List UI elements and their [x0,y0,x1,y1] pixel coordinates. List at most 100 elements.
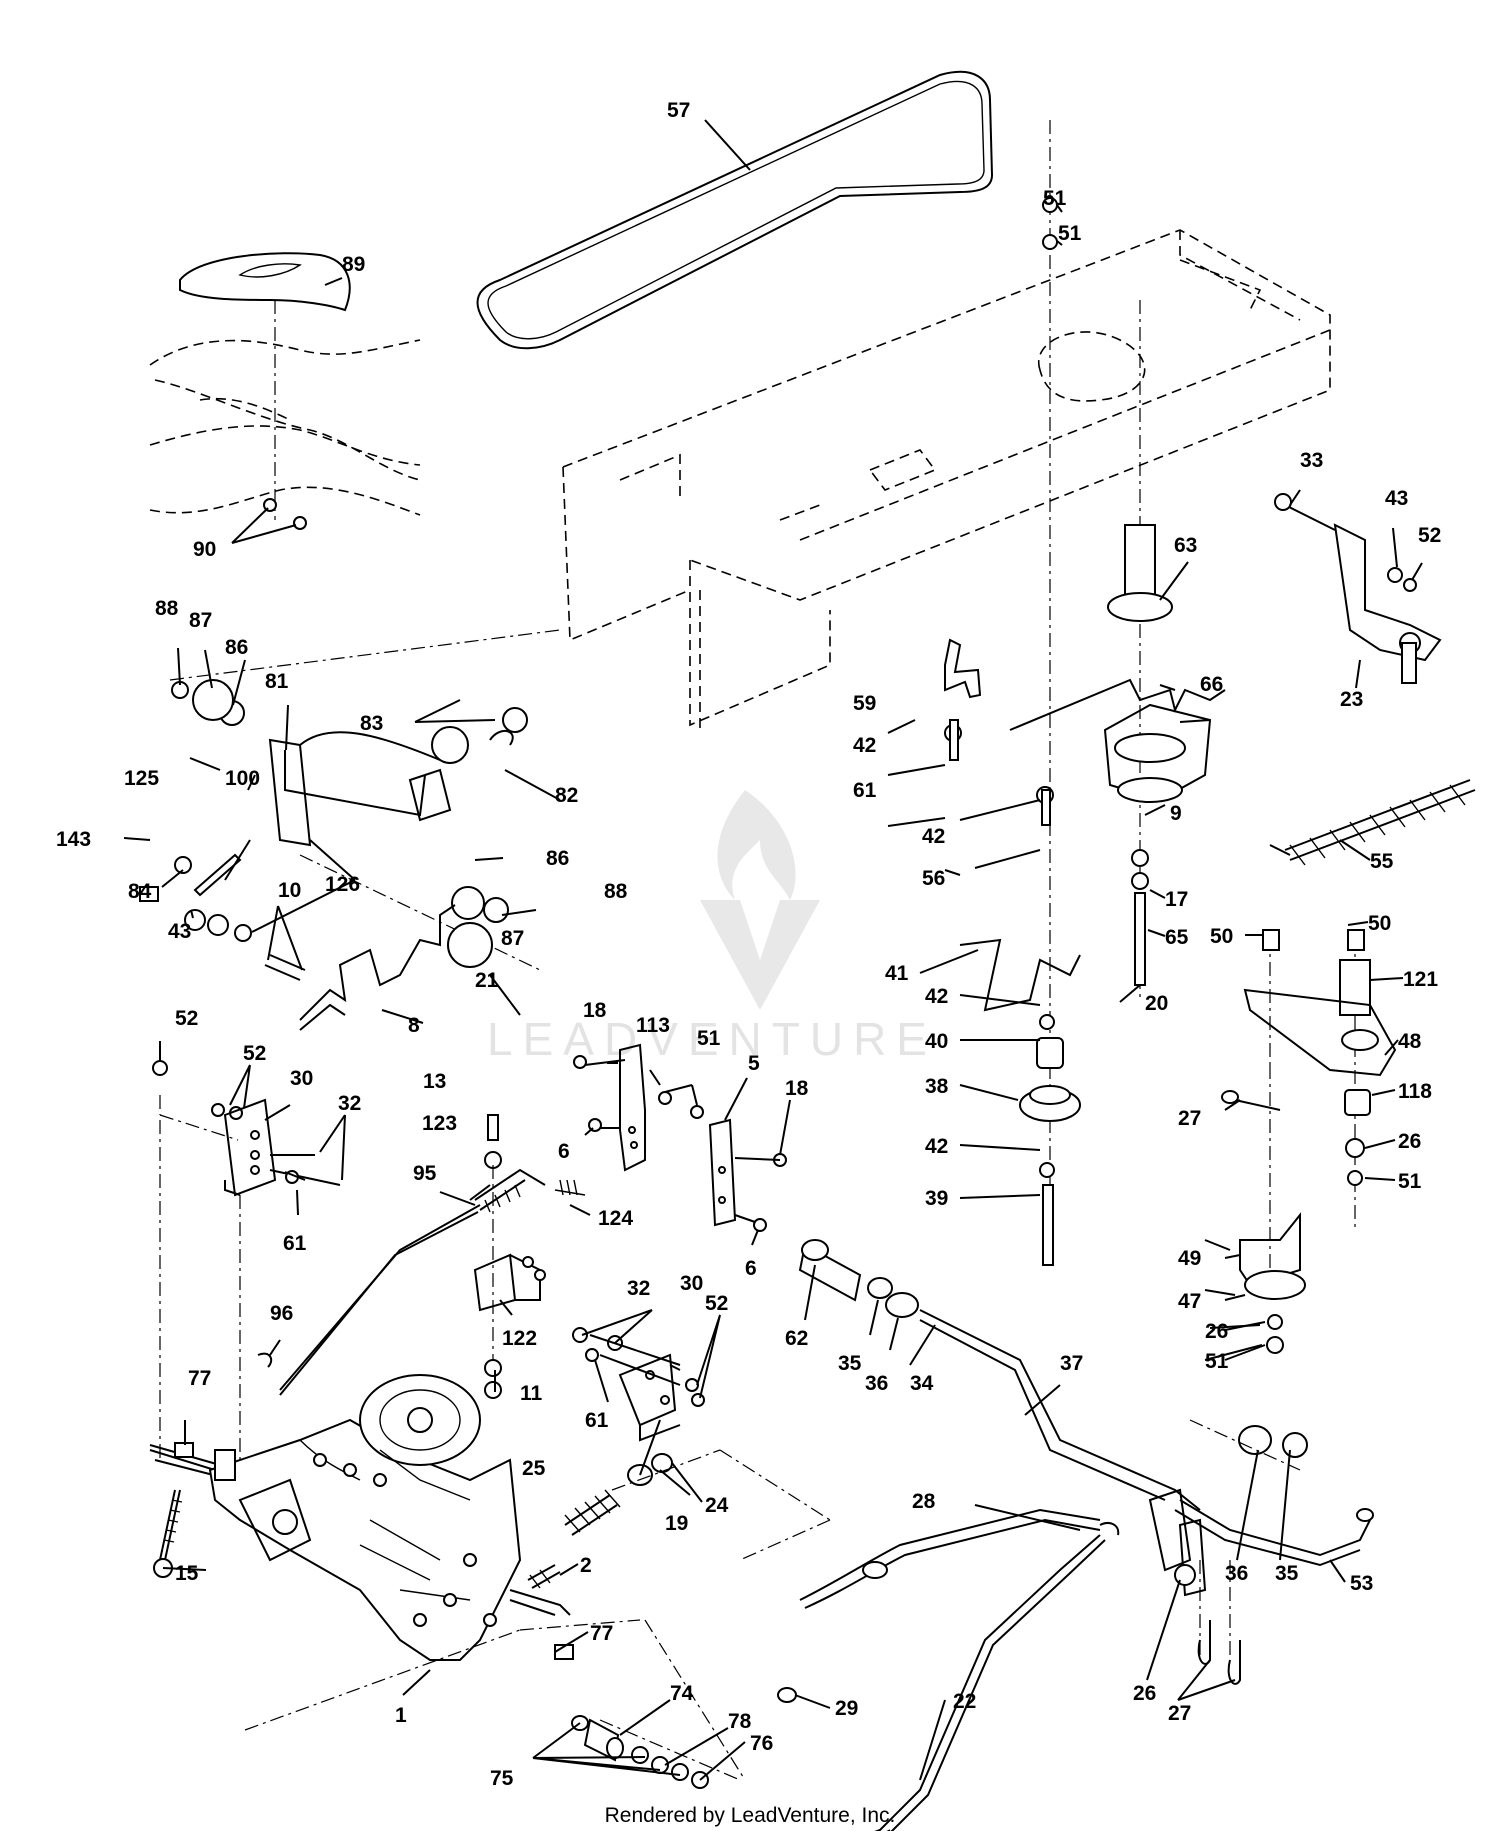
callout-32: 32 [627,1277,650,1300]
callout-26: 26 [1133,1682,1156,1705]
callout-86: 86 [225,636,248,659]
callout-39: 39 [925,1187,948,1210]
callout-6: 6 [745,1257,757,1280]
callout-89: 89 [342,253,365,276]
callout-86: 86 [546,847,569,870]
idler-arm-assembly [1221,929,1397,1354]
callout-143: 143 [56,828,91,851]
transaxle-1 [149,1374,571,1661]
callout-53: 53 [1350,1572,1373,1595]
fender-area [149,252,421,530]
callout-10: 10 [278,879,301,902]
callout-56: 56 [922,867,945,890]
callout-52: 52 [175,1007,198,1030]
callout-43: 43 [168,920,191,943]
callout-30: 30 [680,1272,703,1295]
callout-24: 24 [705,1494,729,1517]
center-linkage [257,1114,586,1399]
callout-19: 19 [665,1512,688,1535]
callout-11: 11 [520,1382,543,1405]
springs-transaxle [527,1449,831,1589]
callout-78: 78 [728,1710,752,1733]
callout-82: 82 [555,784,578,807]
callout-25: 25 [522,1457,546,1480]
callout-36: 36 [1225,1562,1248,1585]
callout-21: 21 [475,969,499,992]
callout-51: 51 [1398,1170,1422,1193]
callout-13: 13 [423,1070,446,1093]
callout-15: 15 [175,1562,199,1585]
callout-88: 88 [604,880,628,903]
callout-51: 51 [1205,1350,1229,1373]
callout-63: 63 [1174,534,1197,557]
callout-29: 29 [835,1697,858,1720]
callout-75: 75 [490,1767,514,1790]
callout-65: 65 [1165,926,1189,949]
callout-18: 18 [785,1077,809,1100]
callout-labels: 57 51 51 89 90 88 87 86 81 83 82 125 100… [56,99,1441,1790]
brake-lever-assembly [139,629,561,1031]
callout-35: 35 [838,1352,862,1375]
callout-81: 81 [265,670,289,693]
pulley-stack [944,120,1226,1266]
callout-100: 100 [225,767,260,790]
callout-74: 74 [670,1682,694,1705]
callout-118: 118 [1398,1080,1432,1103]
control-rods [777,1419,1308,1831]
callout-52: 52 [243,1042,266,1065]
callout-77: 77 [188,1367,211,1390]
callout-59: 59 [853,692,876,715]
callout-52: 52 [705,1292,728,1315]
callout-22: 22 [953,1690,976,1713]
callout-42: 42 [925,985,948,1008]
callout-48: 48 [1398,1030,1422,1053]
callout-42: 42 [925,1135,948,1158]
callout-26: 26 [1398,1130,1421,1153]
callout-43: 43 [1385,487,1408,510]
callout-51: 51 [1058,222,1082,245]
callout-42: 42 [853,734,876,757]
footer-credit: Rendered by LeadVenture, Inc. [605,1804,896,1827]
callout-61: 61 [283,1232,307,1255]
callout-126: 126 [325,873,360,896]
callout-35: 35 [1275,1562,1299,1585]
callout-61: 61 [585,1409,609,1432]
callout-20: 20 [1145,992,1168,1015]
callout-90: 90 [193,538,216,561]
callout-1: 1 [395,1704,407,1727]
callout-9: 9 [1170,802,1182,825]
callout-34: 34 [910,1372,934,1395]
callout-87: 87 [501,927,524,950]
callout-36: 36 [865,1372,888,1395]
callout-32: 32 [338,1092,361,1115]
callout-38: 38 [925,1075,949,1098]
callout-42: 42 [922,825,945,848]
callout-50: 50 [1368,912,1391,935]
tractor-frame [562,229,1331,730]
callout-76: 76 [750,1732,773,1755]
callout-51: 51 [1043,187,1067,210]
callout-51: 51 [697,1027,721,1050]
callout-2: 2 [580,1554,592,1577]
callout-30: 30 [290,1067,313,1090]
watermark-text: LEADVENTURE [487,1013,937,1065]
callout-121: 121 [1403,968,1438,991]
left-bracket-assembly [152,1060,341,1460]
callout-66: 66 [1200,673,1223,696]
callout-123: 123 [422,1112,457,1135]
leadventure-watermark: LEADVENTURE [487,790,937,1065]
callout-87: 87 [189,609,212,632]
callout-124: 124 [598,1207,633,1230]
callout-77: 77 [590,1622,613,1645]
callout-47: 47 [1178,1290,1201,1313]
callout-125: 125 [124,767,159,790]
callout-113: 113 [636,1014,670,1037]
callout-33: 33 [1300,449,1323,472]
callout-55: 55 [1370,850,1394,873]
callout-61: 61 [853,779,877,802]
callout-5: 5 [748,1052,760,1075]
callout-26: 26 [1205,1320,1228,1343]
belt-57 [476,70,994,350]
